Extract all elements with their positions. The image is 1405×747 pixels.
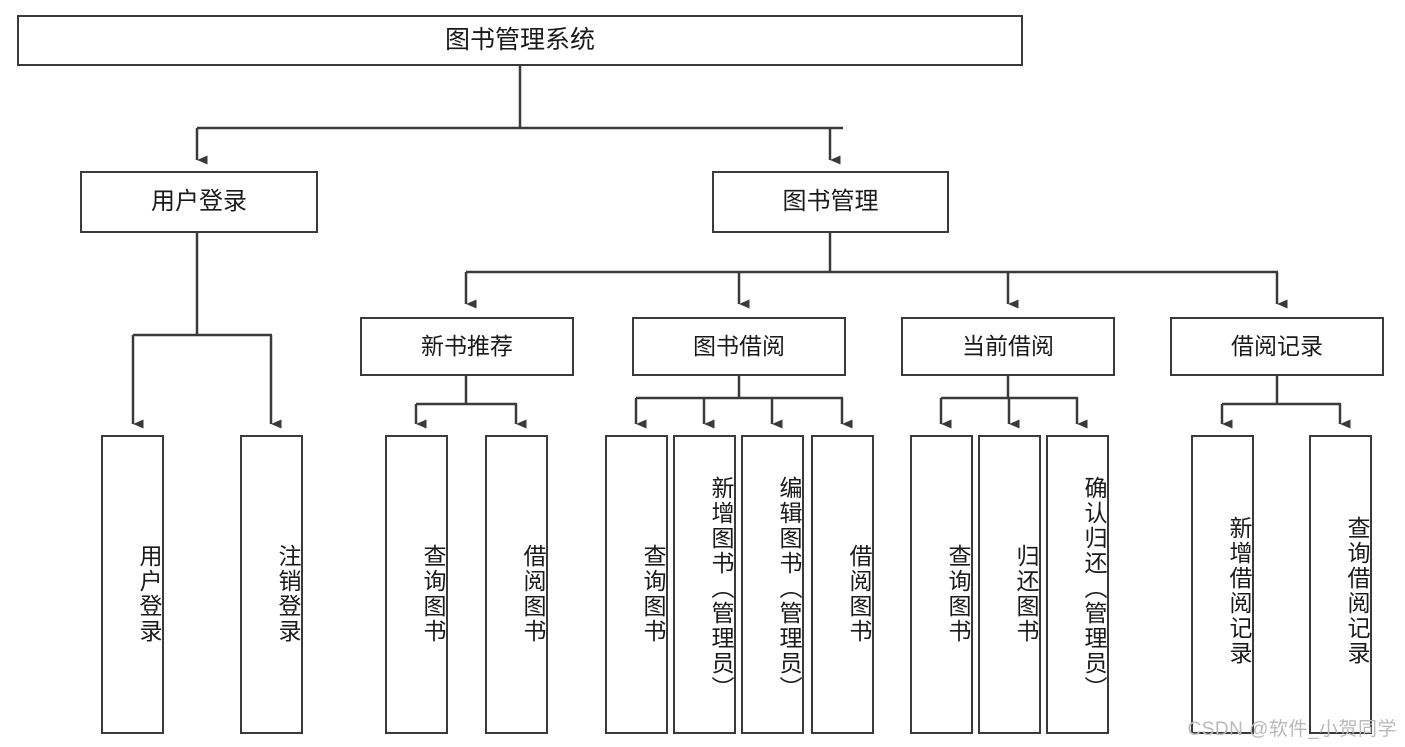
node-current-borrow[interactable]: 当前借阅 — [901, 317, 1115, 376]
leaf-label: 查询借阅记录 — [1344, 515, 1370, 666]
node-current-borrow-label: 当前借阅 — [962, 332, 1054, 359]
leaf-label: 编辑图书（管理员） — [776, 476, 802, 701]
node-book-borrow-label: 图书借阅 — [693, 332, 785, 359]
leaf-label: 查询图书 — [945, 543, 971, 644]
leaf-label: 归还图书 — [1013, 543, 1039, 644]
leaf-borrow-add-book-admin[interactable]: 新增图书（管理员） — [673, 435, 736, 734]
leaf-borrow-edit-book-admin[interactable]: 编辑图书（管理员） — [741, 435, 804, 734]
node-user-login-label: 用户登录 — [151, 187, 247, 215]
leaf-user-login-login[interactable]: 用户登录 — [101, 435, 164, 734]
node-book-management[interactable]: 图书管理 — [712, 171, 949, 233]
leaf-label: 借阅图书 — [846, 543, 872, 644]
leaf-label: 新增图书（管理员） — [708, 476, 734, 701]
leaf-label: 用户登录 — [136, 543, 162, 644]
node-book-borrow[interactable]: 图书借阅 — [632, 317, 846, 376]
leaf-borrow-borrow-book[interactable]: 借阅图书 — [811, 435, 874, 734]
leaf-current-confirm-return-admin[interactable]: 确认归还（管理员） — [1046, 435, 1109, 734]
leaf-label: 确认归还（管理员） — [1081, 476, 1107, 701]
leaf-record-add-record[interactable]: 新增借阅记录 — [1191, 435, 1254, 734]
node-book-management-label: 图书管理 — [782, 187, 879, 215]
leaf-current-return-book[interactable]: 归还图书 — [978, 435, 1041, 734]
node-user-login[interactable]: 用户登录 — [80, 171, 318, 233]
leaf-record-query-record[interactable]: 查询借阅记录 — [1309, 435, 1372, 734]
leaf-label: 查询图书 — [420, 543, 446, 644]
leaf-label: 注销登录 — [275, 543, 301, 644]
leaf-newbook-borrow-book[interactable]: 借阅图书 — [485, 435, 548, 734]
leaf-label: 查询图书 — [640, 543, 666, 644]
leaf-label: 借阅图书 — [520, 543, 546, 644]
node-borrow-record[interactable]: 借阅记录 — [1170, 317, 1384, 376]
leaf-newbook-query-book[interactable]: 查询图书 — [385, 435, 448, 734]
leaf-current-query-book[interactable]: 查询图书 — [910, 435, 973, 734]
leaf-label: 新增借阅记录 — [1226, 515, 1252, 666]
leaf-user-login-logout[interactable]: 注销登录 — [240, 435, 303, 734]
node-root-label: 图书管理系统 — [444, 25, 595, 54]
node-borrow-record-label: 借阅记录 — [1231, 332, 1323, 359]
leaf-borrow-query-book[interactable]: 查询图书 — [605, 435, 668, 734]
node-root-system[interactable]: 图书管理系统 — [17, 15, 1023, 66]
node-new-book-recommend-label: 新书推荐 — [421, 332, 513, 359]
node-new-book-recommend[interactable]: 新书推荐 — [360, 317, 574, 376]
